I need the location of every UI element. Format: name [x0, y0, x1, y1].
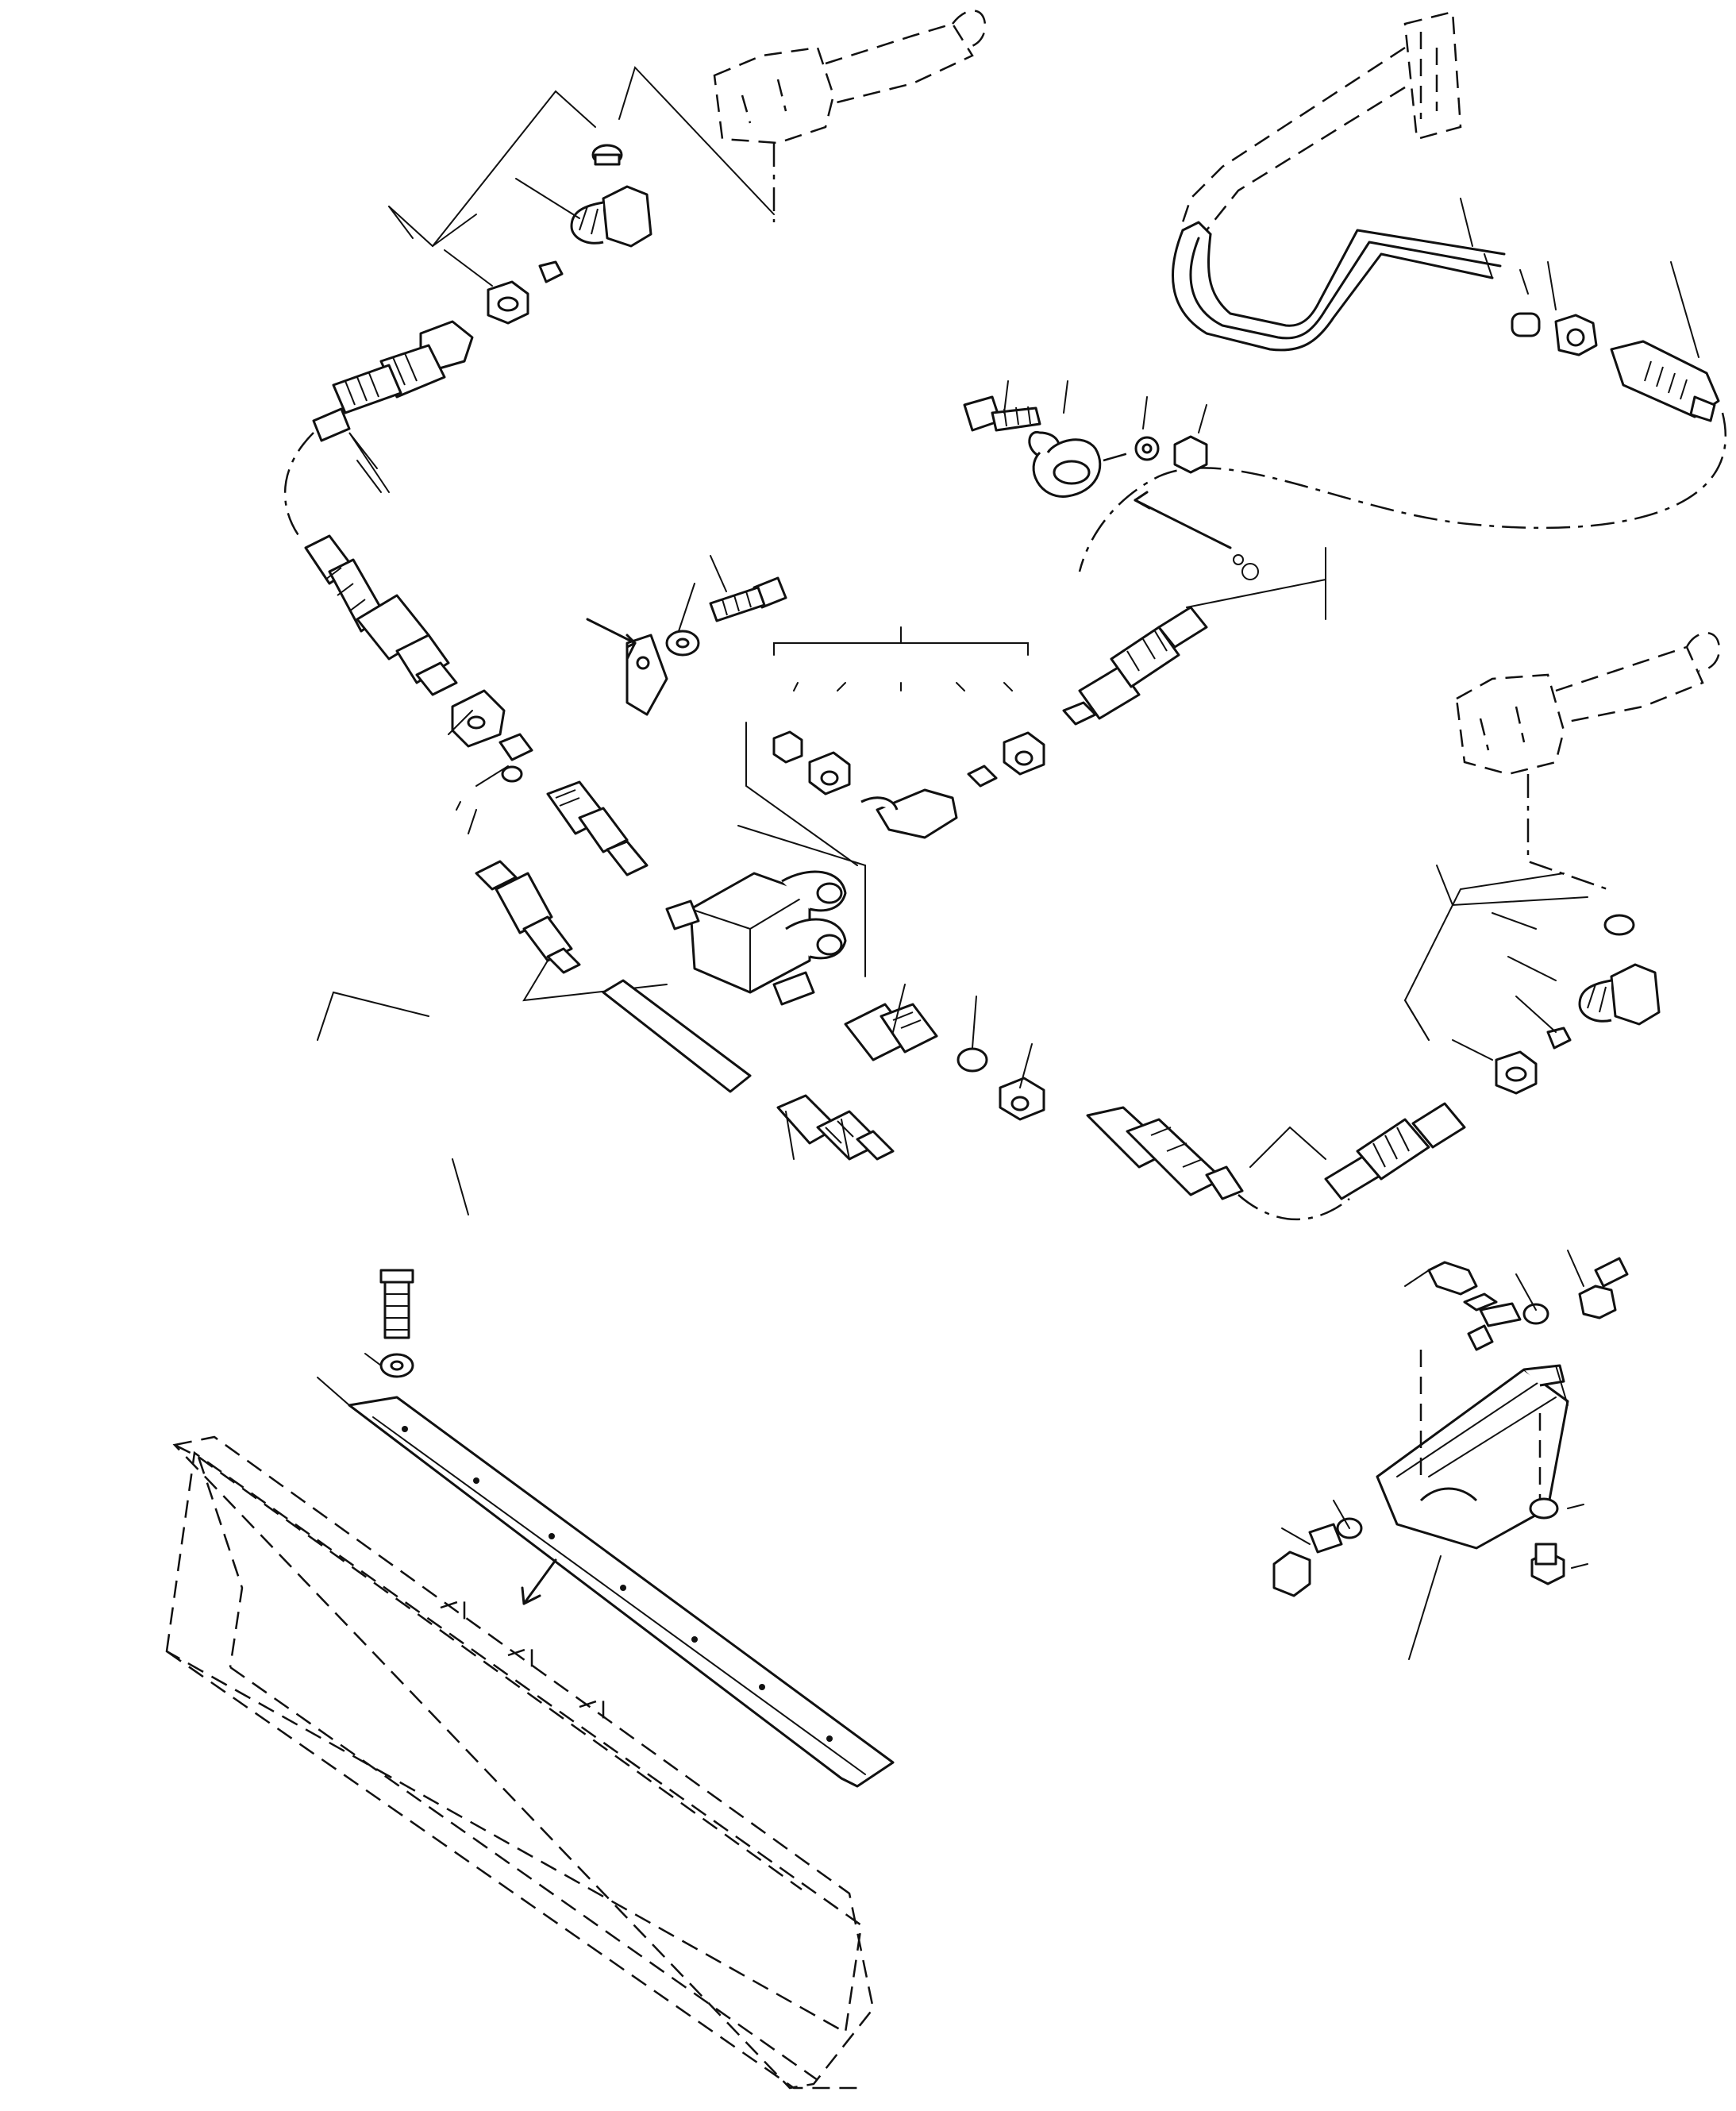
mounting-bracket — [1272, 1257, 1629, 1660]
center-bolt-set — [586, 576, 787, 716]
leader-lines — [317, 66, 1699, 1569]
elbow-fitting-right — [1403, 873, 1661, 1095]
cylinder-right — [1455, 632, 1721, 891]
pipe-assembly — [1172, 10, 1506, 352]
hose-center-right — [1078, 547, 1326, 720]
elbow-fitting-upper — [487, 144, 652, 325]
center-fittings-row — [745, 626, 1097, 866]
center-elbow-kit — [451, 689, 649, 876]
tee-block — [665, 825, 866, 1006]
hose-lower-right — [785, 984, 1466, 1221]
hose-clamp-assembly — [963, 395, 1259, 580]
hose-lower-left — [475, 860, 895, 1161]
cylinder-upper-left — [713, 10, 987, 222]
cutting-edge — [348, 1269, 895, 1788]
hose-upper-left — [283, 320, 474, 696]
blade-outline — [165, 1435, 875, 2090]
hose-right-upper — [1078, 312, 1727, 572]
